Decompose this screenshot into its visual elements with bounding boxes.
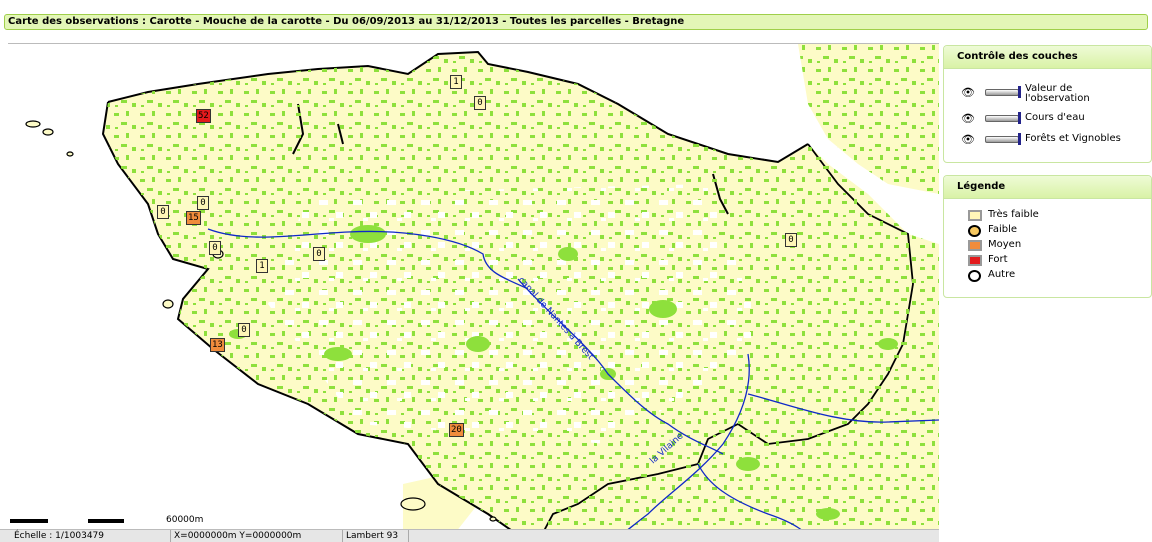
observation-marker[interactable]: 20 (449, 423, 464, 437)
title-bar: Carte des observations : Carotte - Mouch… (0, 0, 1152, 30)
status-bar: Échelle : 1/1003479 X=0000000m Y=0000000… (0, 529, 939, 542)
observation-marker[interactable]: 0 (209, 241, 221, 255)
legend-panel: Légende Très faible Faible Moyen Fort Au… (943, 175, 1152, 298)
observation-marker[interactable]: 13 (210, 338, 225, 352)
scale-label: 60000m (166, 515, 204, 525)
legend-label: Autre (988, 269, 1016, 280)
layer-label: Cours d'eau (1025, 112, 1085, 123)
coordinate-readout: X=0000000m Y=0000000m (170, 530, 343, 542)
observation-marker[interactable]: 15 (186, 211, 201, 225)
scale-segment (88, 519, 124, 523)
layer-label: Forêts et Vignobles (1025, 133, 1121, 144)
forest-layer-north (798, 44, 939, 194)
legend-swatch (968, 255, 982, 266)
legend-swatch (968, 225, 981, 237)
opacity-slider-handle[interactable] (1018, 86, 1021, 98)
map-canvas[interactable]: canal de Nantes à Brest la Vilaine (8, 44, 939, 542)
opacity-slider[interactable] (985, 89, 1019, 96)
title-bar-background (4, 14, 1148, 30)
observation-marker[interactable]: 0 (238, 323, 250, 337)
eye-icon[interactable]: 👁 (961, 133, 975, 146)
observation-marker[interactable]: 0 (785, 233, 797, 247)
observation-marker[interactable]: 52 (196, 109, 211, 123)
river-east (747, 393, 939, 423)
map-title: Carte des observations : Carotte - Mouch… (8, 16, 685, 27)
map-view[interactable]: canal de Nantes à Brest la Vilaine 52 1 … (8, 43, 939, 542)
river-aulne (207, 228, 529, 290)
observation-marker[interactable]: 0 (157, 205, 169, 219)
legend-label: Moyen (988, 239, 1022, 250)
eye-icon[interactable]: 👁 (961, 112, 975, 125)
layers-panel-title: Contrôle des couches (944, 46, 1151, 69)
legend-label: Fort (988, 254, 1008, 265)
opacity-slider[interactable] (985, 136, 1019, 143)
legend-panel-title: Légende (944, 176, 1151, 199)
observation-marker[interactable]: 0 (313, 247, 325, 261)
legend-swatch (968, 270, 981, 282)
opacity-slider-handle[interactable] (1018, 133, 1021, 145)
legend-label: Faible (988, 224, 1018, 235)
scale-readout: Échelle : 1/1003479 (10, 530, 171, 542)
eye-icon[interactable]: 👁 (961, 86, 975, 99)
forest-patches (229, 225, 898, 520)
river-canal-nantes-brest (517, 278, 724, 455)
observation-marker[interactable]: 0 (474, 96, 486, 110)
opacity-slider[interactable] (985, 115, 1019, 122)
legend-swatch (968, 240, 982, 251)
scale-bar: 60000m (8, 515, 218, 529)
projection-readout: Lambert 93 (342, 530, 409, 542)
observation-marker[interactable]: 1 (256, 259, 268, 273)
observation-marker[interactable]: 1 (450, 75, 462, 89)
opacity-slider-handle[interactable] (1018, 112, 1021, 124)
scale-segment (10, 519, 48, 523)
legend-label: Très faible (988, 209, 1039, 220)
legend-swatch (968, 210, 982, 221)
observation-marker[interactable]: 0 (197, 196, 209, 210)
clearing-layer (268, 184, 768, 444)
